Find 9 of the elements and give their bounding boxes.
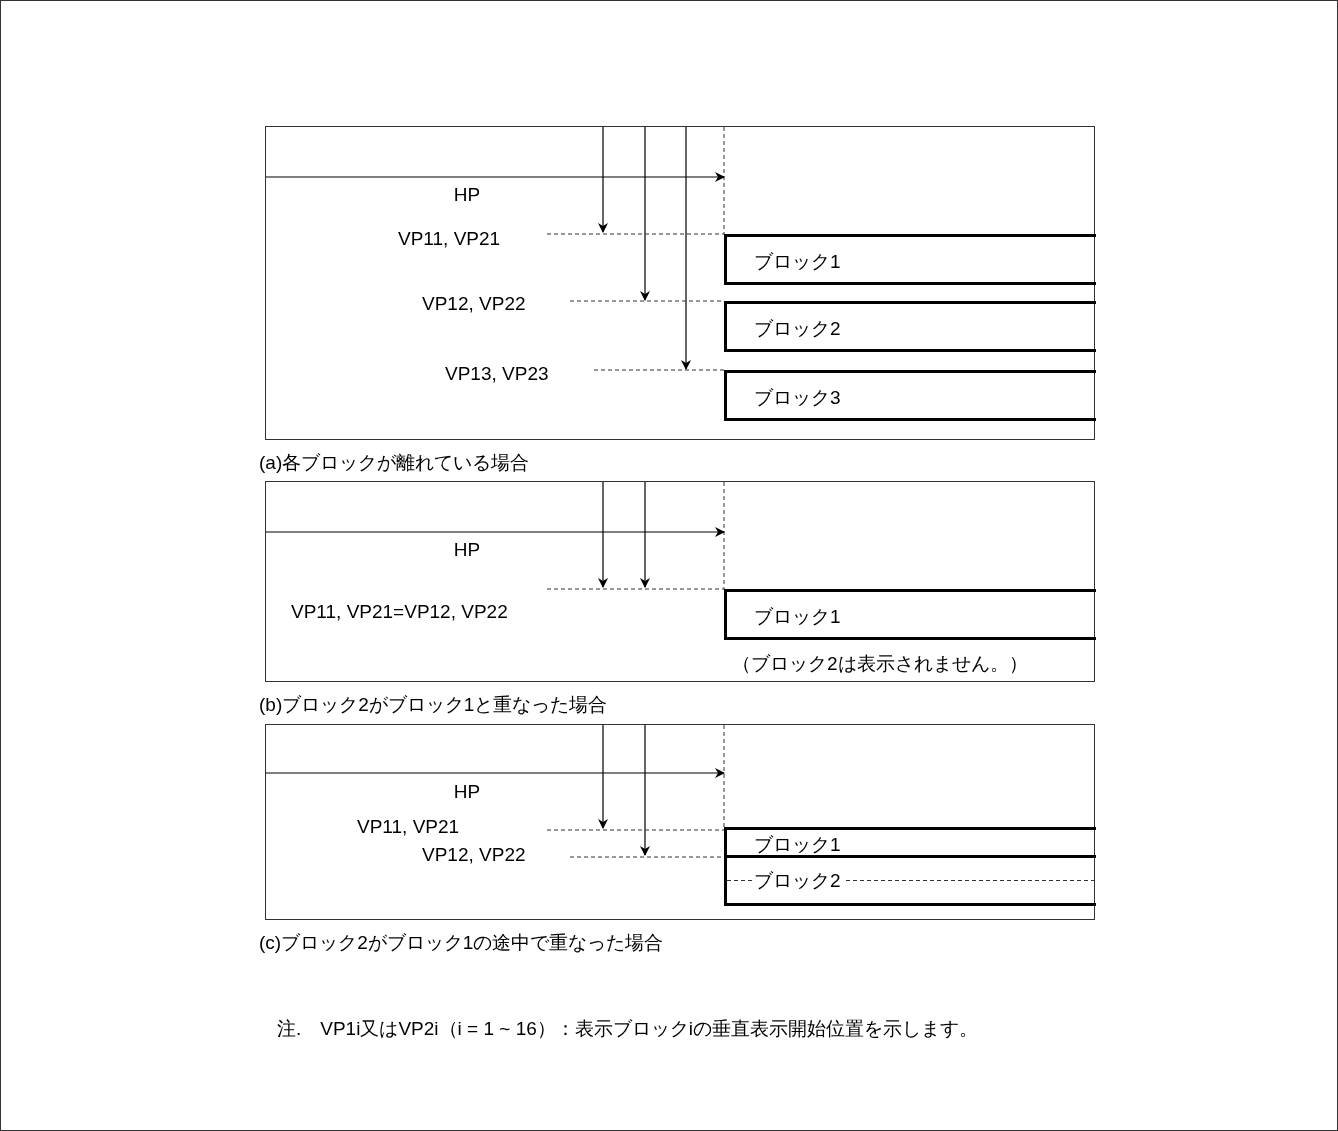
display-block bbox=[724, 827, 1096, 858]
display-block bbox=[724, 234, 1096, 285]
display-block bbox=[724, 370, 1096, 421]
display-block bbox=[724, 589, 1096, 640]
display-block bbox=[724, 301, 1096, 352]
display-block bbox=[724, 855, 1096, 906]
panel-caption: (c)ブロック2がブロック1の途中で重なった場合 bbox=[259, 931, 664, 955]
panel-caption: (b)ブロック2がブロック1と重なった場合 bbox=[259, 693, 608, 717]
panel-caption: (a)各ブロックが離れている場合 bbox=[259, 451, 530, 475]
